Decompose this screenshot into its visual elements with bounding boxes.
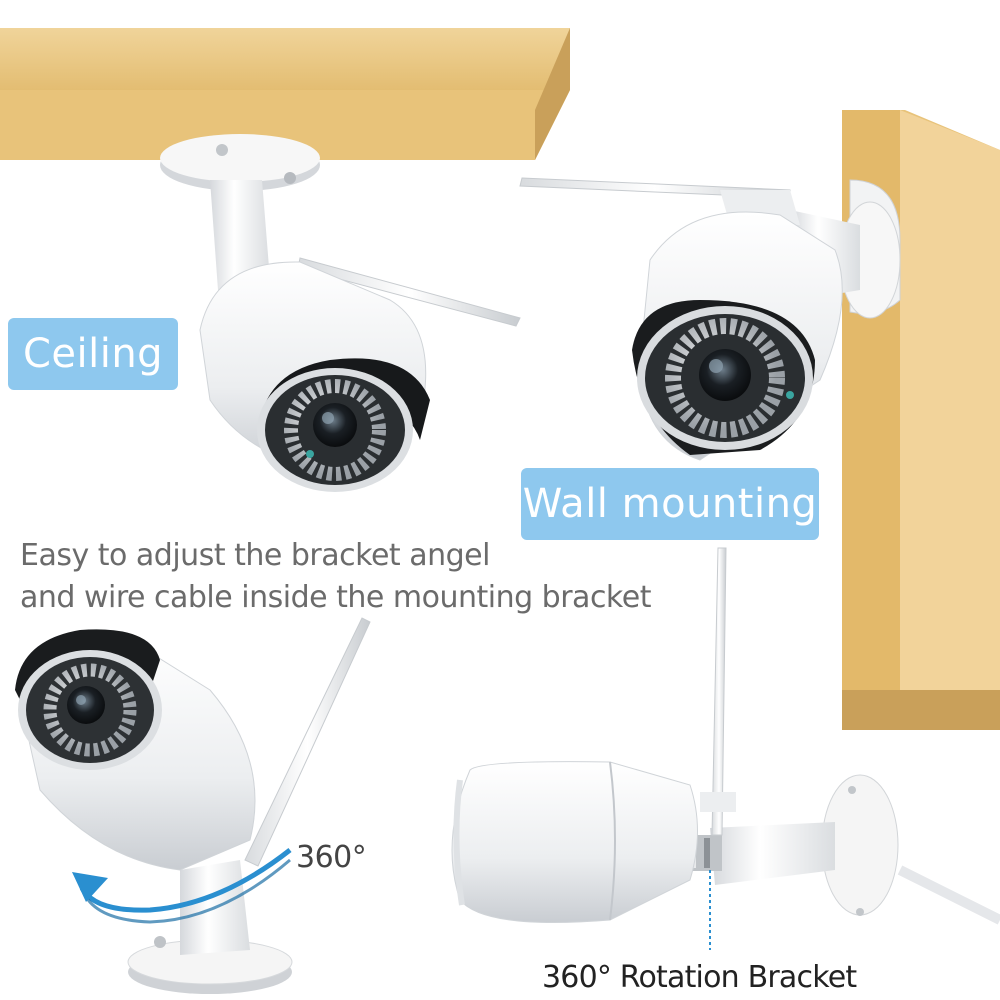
- rotating-camera: [15, 617, 371, 994]
- side-view-camera: [451, 547, 1000, 950]
- rotation-bracket-label: 360° Rotation Bracket: [542, 960, 857, 995]
- adjust-caption-line-1: Easy to adjust the bracket angel: [20, 538, 490, 573]
- rotation-degrees-label: 360°: [296, 840, 367, 875]
- ir-led-ring: [284, 379, 386, 481]
- adjust-caption-line-2: and wire cable inside the mounting brack…: [20, 580, 651, 615]
- ceiling-label: Ceiling: [8, 318, 178, 390]
- rotation-arrow-icon: [72, 848, 292, 924]
- ceiling-camera: [160, 134, 521, 492]
- ir-led-ring-wall: [665, 318, 785, 438]
- wall-mounting-label: Wall mounting: [521, 468, 819, 540]
- ceiling-beam: [0, 28, 570, 160]
- ir-led-ring-rotating: [43, 663, 137, 757]
- wall-camera: [519, 177, 901, 461]
